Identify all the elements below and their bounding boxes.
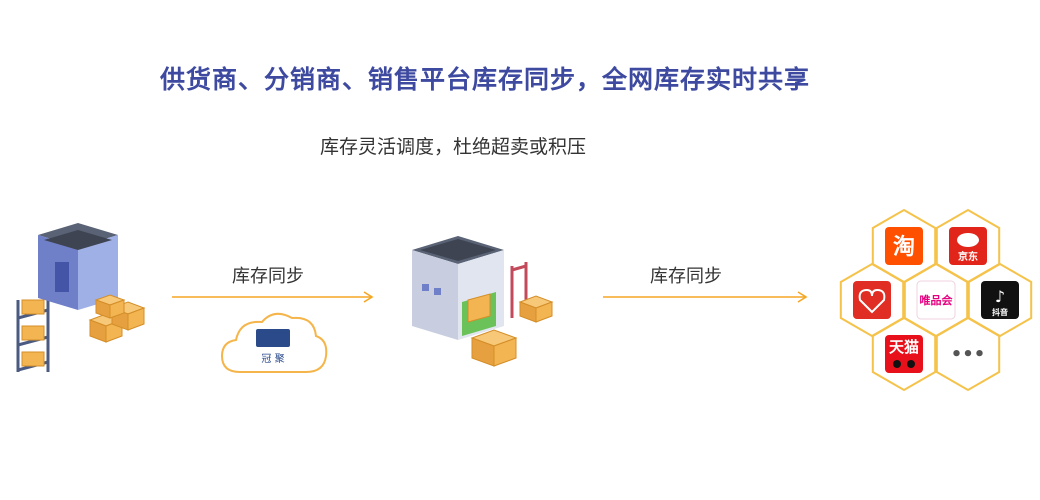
platform-logo-douyin-icon: ♪抖音 [981, 281, 1019, 319]
flow-label-1: 库存同步 [232, 266, 304, 287]
platform-label-taobao: 淘 [893, 234, 915, 260]
cloud-logo-glyph: ᑭ亍 [264, 334, 281, 346]
platform-label-jd: 京东 [958, 250, 978, 263]
platform-logo-taobao-icon: 淘 [885, 227, 923, 265]
supplier-warehouse-icon [16, 223, 146, 372]
headline: 供货商、分销商、销售平台库存同步，全网库存实时共享 [160, 65, 811, 94]
sync-arrow-2 [603, 291, 808, 303]
platform-label-vip: 唯品会 [920, 293, 954, 307]
subline: 库存灵活调度，杜绝超卖或积压 [320, 136, 587, 158]
platform-logo-more-icon: ••• [951, 344, 986, 365]
platform-label-douyin: 抖音 [992, 307, 1008, 317]
platform-hex-cluster: 淘京东唯品会 ♪抖音天猫 ••• [839, 208, 1033, 392]
cloud-brand-text: 冠 聚 [261, 353, 284, 365]
platform-logo-tmall-icon: 天猫 [885, 335, 923, 373]
cloud-logo-icon [256, 329, 290, 347]
platform-hex-taobao: 淘 [871, 208, 937, 284]
cloud-badge: ᑭ亍 冠 聚 [220, 312, 328, 373]
sync-arrow-1 [172, 291, 374, 303]
platform-label-more: ••• [951, 344, 986, 365]
platform-logo-pinduoduo-icon [853, 281, 891, 319]
platform-hex-vip: 唯品会 [903, 262, 969, 338]
platform-hex-tmall: 天猫 [871, 316, 937, 392]
distributor-warehouse-icon [412, 236, 554, 367]
svg-text:♪: ♪ [995, 287, 1005, 306]
platform-hex-more: ••• [935, 316, 1001, 392]
platform-logo-jd-icon: 京东 [949, 227, 987, 265]
platform-hex-douyin: ♪抖音 [967, 262, 1033, 338]
platform-label-tmall: 天猫 [889, 338, 919, 356]
platform-logo-vip-icon: 唯品会 [916, 280, 956, 320]
flow-label-2: 库存同步 [650, 266, 722, 287]
